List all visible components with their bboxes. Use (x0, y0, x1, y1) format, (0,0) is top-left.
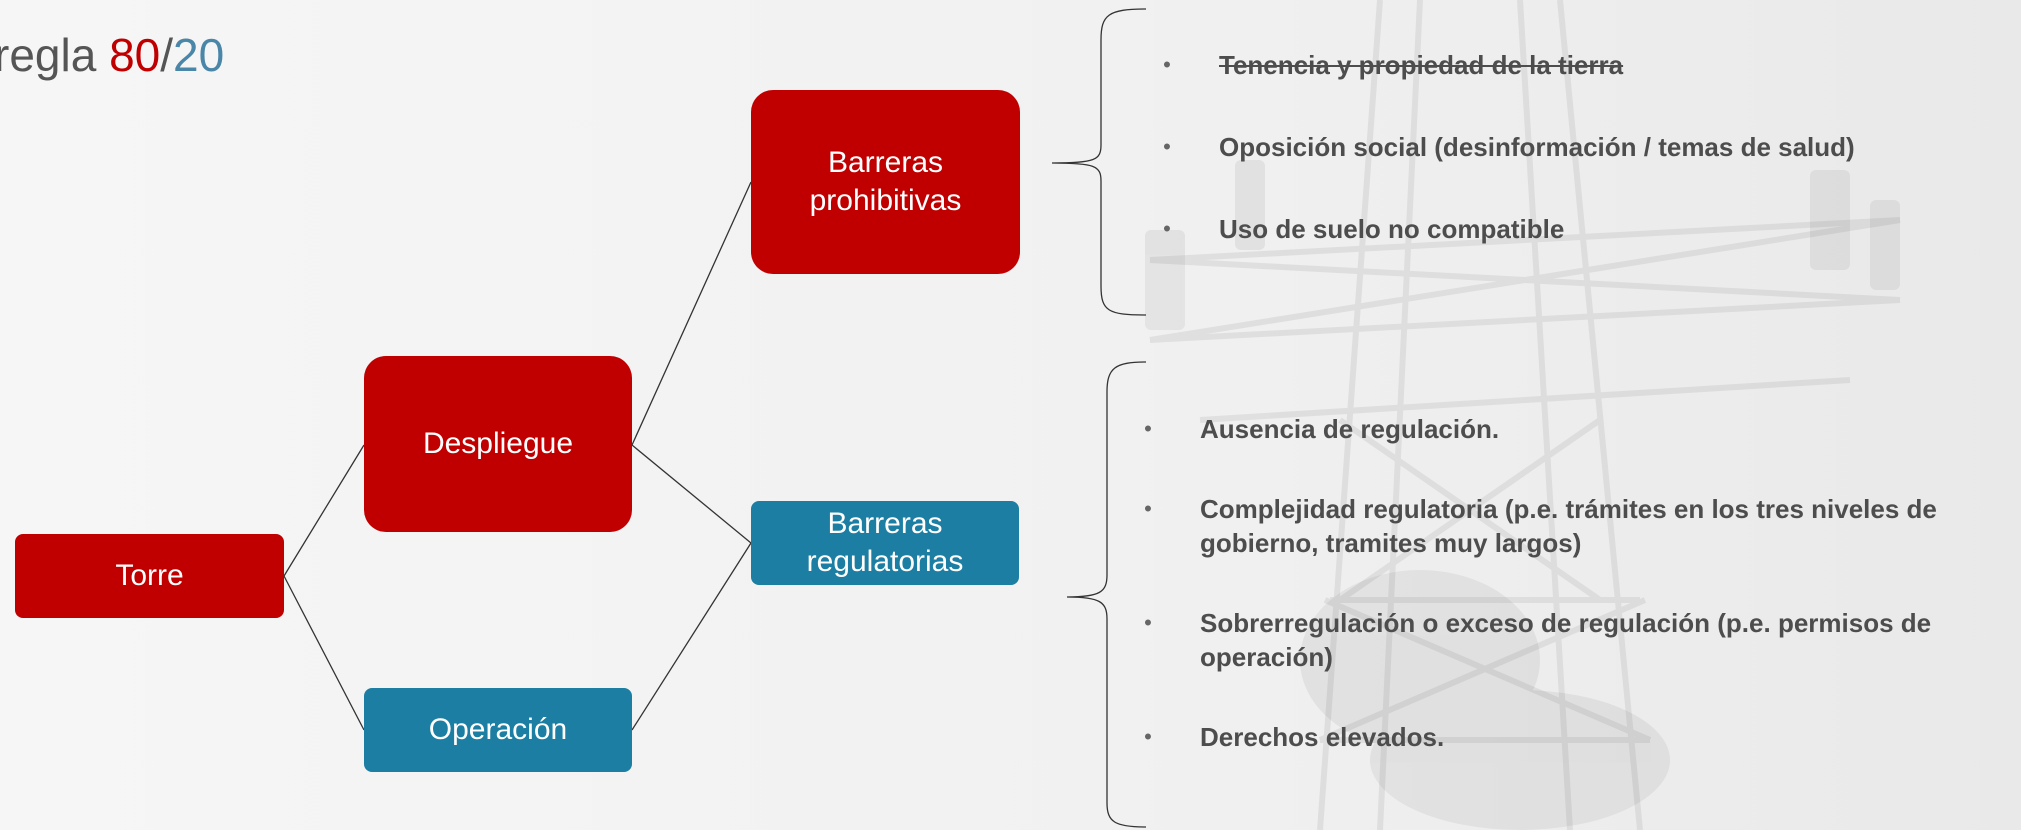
slide-title: regla 80/20 (0, 28, 224, 82)
node-torre: Torre (15, 534, 284, 618)
list-item: • Tenencia y propiedad de la tierra (1157, 48, 1855, 82)
bullet-icon: • (1163, 216, 1171, 241)
bullet-icon: • (1144, 610, 1152, 635)
list-item: • Uso de suelo no compatible (1157, 212, 1855, 246)
list-item: • Oposición social (desinformación / tem… (1157, 130, 1855, 164)
prohibitive-item-text: Tenencia y propiedad de la tierra (1219, 50, 1624, 80)
node-operacion-label: Operación (428, 713, 568, 746)
node-operacion: Operación (364, 688, 632, 772)
prohibitive-item-text: Uso de suelo no compatible (1219, 214, 1565, 244)
node-torre-label: Torre (115, 559, 184, 592)
node-barreras-regulatorias: Barreras regulatorias (751, 501, 1019, 585)
list-item: • Sobrerregulación o exceso de regulació… (1138, 606, 1937, 674)
node-barreras-regulatorias-line1: Barreras (827, 507, 943, 540)
title-red-number: 80 (109, 29, 161, 81)
regulatory-item-text: Derechos elevados. (1200, 722, 1445, 752)
regulatory-item-text-line2: operación) (1200, 642, 1333, 672)
node-despliegue: Despliegue (364, 356, 632, 532)
regulatory-item-text: Ausencia de regulación. (1200, 414, 1500, 444)
regulatory-item-text-line2: gobierno, tramites muy largos) (1200, 528, 1582, 558)
title-blue-number: 20 (173, 29, 225, 81)
brace-prohibitive (1051, 8, 1147, 316)
node-barreras-prohibitivas-line1: Barreras (827, 146, 944, 179)
node-barreras-prohibitivas: Barreras prohibitivas (751, 90, 1020, 274)
connector-operacion-regulatorias (631, 542, 752, 731)
title-separator: / (160, 29, 174, 81)
brace-regulatory (1066, 361, 1147, 828)
prohibitive-barriers-list: • Tenencia y propiedad de la tierra • Op… (1157, 48, 1855, 246)
connector-torre-operacion (283, 575, 365, 731)
regulatory-item-text-line1: Sobrerregulación o exceso de regulación … (1200, 608, 1932, 638)
list-item: • Ausencia de regulación. (1138, 412, 1937, 446)
bullet-icon: • (1144, 724, 1152, 749)
bullet-icon: • (1144, 496, 1152, 521)
list-item: • Derechos elevados. (1138, 720, 1937, 754)
bullet-icon: • (1163, 134, 1171, 159)
connector-despliegue-prohibitivas (631, 181, 752, 446)
bullet-icon: • (1163, 52, 1171, 77)
regulatory-item-text-line1: Complejidad regulatoria (p.e. trámites e… (1200, 494, 1937, 524)
node-despliegue-label: Despliegue (422, 427, 574, 460)
title-prefix: regla (0, 29, 110, 81)
node-barreras-prohibitivas-line2: prohibitivas (809, 184, 962, 217)
bullet-icon: • (1144, 416, 1152, 441)
connector-despliegue-regulatorias (631, 444, 752, 544)
node-barreras-regulatorias-line2: regulatorias (806, 545, 964, 578)
list-item: • Complejidad regulatoria (p.e. trámites… (1138, 492, 1937, 560)
prohibitive-item-text: Oposición social (desinformación / temas… (1219, 132, 1855, 162)
connector-torre-despliegue (283, 444, 365, 577)
regulatory-barriers-list: • Ausencia de regulación. • Complejidad … (1138, 412, 1937, 754)
